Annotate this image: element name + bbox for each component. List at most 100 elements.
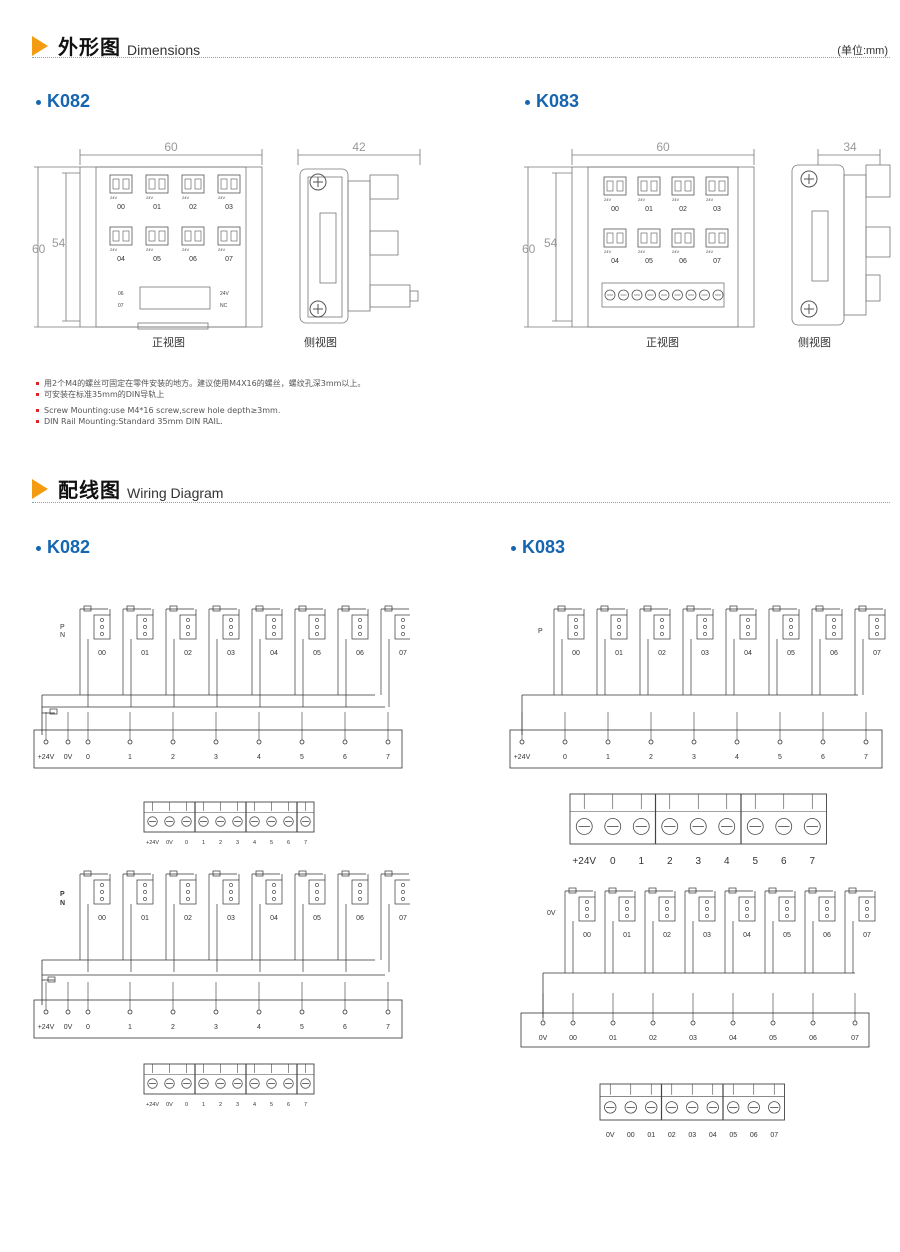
- screw-terminal-icon: [147, 1078, 158, 1089]
- relay-socket: [181, 174, 205, 194]
- k082-n-label: N: [60, 632, 65, 639]
- terminal-point: [734, 739, 740, 745]
- screw-terminal-icon: [181, 1078, 192, 1089]
- wiring-channel-label: 07: [873, 650, 881, 657]
- terminal-label: 1: [128, 1024, 132, 1031]
- relay-socket: [217, 226, 241, 246]
- unit-label: (单位:mm): [837, 45, 888, 57]
- screw-terminal-icon: [658, 289, 670, 301]
- relay-channel-label: 04: [611, 258, 619, 265]
- relay-channel-label: 02: [189, 204, 197, 211]
- model-heading-k083-dim: K083: [525, 91, 579, 112]
- relay-socket: [637, 176, 661, 196]
- terminal-label: 0: [86, 1024, 90, 1031]
- relay-socket: [637, 228, 661, 248]
- terminal-point: [562, 739, 568, 745]
- relay-socket: [109, 174, 133, 194]
- relay-pin-label: 24V: [672, 197, 679, 202]
- wiring-channel-label: 03: [227, 915, 235, 922]
- strip-label: 01: [647, 1132, 655, 1139]
- relay-socket: [705, 176, 729, 196]
- note-item: DIN Rail Mounting:Standard 35mm DIN RAIL…: [36, 416, 365, 427]
- section-divider: [32, 502, 890, 503]
- terminal-label: 6: [343, 754, 347, 761]
- terminal-label: +24V: [514, 754, 531, 761]
- terminal-label: 5: [778, 754, 782, 761]
- k083-dimension-drawing: 60 34 60 54 24V0024V0124V0224V0324V0424V…: [522, 140, 891, 328]
- terminal-point: [299, 739, 305, 745]
- wiring-channel-label: 06: [356, 915, 364, 922]
- terminal-label: 0: [86, 754, 90, 761]
- terminal-label: 0V: [539, 1035, 548, 1042]
- terminal-label: 2: [649, 754, 653, 761]
- screw-terminal-icon: [699, 289, 710, 301]
- screw-terminal-icon: [164, 1078, 175, 1089]
- screw-terminal-icon: [768, 1101, 781, 1114]
- strip-label: 07: [770, 1132, 778, 1139]
- relay-channel-label: 00: [611, 206, 619, 213]
- terminal-label: 7: [386, 1024, 390, 1031]
- wiring-channel-label: 01: [141, 915, 149, 922]
- k083-side-caption: 侧视图: [798, 336, 831, 349]
- strip-label: 2: [667, 856, 673, 867]
- wiring-channel-label: 00: [572, 650, 580, 657]
- relay-pin-label: 24V: [638, 249, 645, 254]
- screw-terminal-icon: [198, 816, 209, 827]
- screw-terminal-icon: [632, 818, 650, 835]
- screw-terminal-icon: [232, 816, 243, 827]
- wiring-channel-label: 04: [270, 650, 278, 657]
- screw-terminal-icon: [300, 816, 311, 827]
- terminal-label: 04: [729, 1035, 737, 1042]
- screw-terminal-icon: [645, 1101, 658, 1114]
- wiring-channel-label: 02: [184, 650, 192, 657]
- relay-socket: [603, 228, 627, 248]
- screw-terminal-icon: [181, 816, 192, 827]
- screw-terminal-icon: [665, 1101, 678, 1114]
- wiring-channel-label: 01: [615, 650, 623, 657]
- terminal-label: 0: [563, 754, 567, 761]
- wiring-channel-label: 03: [703, 932, 711, 939]
- screw-terminal-icon: [718, 818, 736, 835]
- strip-label: 3: [236, 1102, 239, 1108]
- terminal-point: [540, 1020, 546, 1026]
- relay-pin-label: 24V: [110, 195, 117, 200]
- screw-terminal-icon: [746, 818, 764, 835]
- wiring-channel-label: 06: [356, 650, 364, 657]
- wiring-channel-label: 01: [141, 650, 149, 657]
- terminal-label: 3: [214, 754, 218, 761]
- note-item: Screw Mounting:use M4*16 screw,screw hol…: [36, 405, 365, 416]
- terminal-point: [65, 739, 71, 745]
- terminal-label: 7: [386, 754, 390, 761]
- wiring-title-en: Wiring Diagram: [127, 485, 224, 501]
- k082-conn-label-1: 24V: [220, 291, 230, 297]
- relay-socket: [181, 226, 205, 246]
- k082-dim-width: 60: [164, 140, 178, 154]
- strip-label: 5: [270, 1102, 273, 1108]
- terminal-point: [770, 1020, 776, 1026]
- screw-terminal-icon: [215, 816, 226, 827]
- terminal-point: [85, 739, 91, 745]
- relay-pin-label: 24V: [218, 247, 225, 252]
- terminal-point: [85, 1009, 91, 1015]
- k082-p-label: P: [60, 624, 65, 631]
- terminal-label: 05: [769, 1035, 777, 1042]
- terminal-point: [213, 739, 219, 745]
- strip-label: 0: [185, 1102, 188, 1108]
- terminal-label: 1: [128, 754, 132, 761]
- strip-label: 0V: [166, 1102, 173, 1108]
- wiring-channel-label: 00: [98, 915, 106, 922]
- relay-channel-label: 05: [645, 258, 653, 265]
- strip-label: 05: [729, 1132, 737, 1139]
- wiring-channel-label: 03: [227, 650, 235, 657]
- relay-pin-label: 24V: [146, 247, 153, 252]
- strip-label: 3: [695, 856, 701, 867]
- terminal-label: 1: [606, 754, 610, 761]
- relay-channel-label: 00: [117, 204, 125, 211]
- relay-socket: [603, 176, 627, 196]
- relay-pin-label: 24V: [672, 249, 679, 254]
- k082-conn-label-3: NC: [220, 303, 228, 309]
- screw-terminal-icon: [215, 1078, 226, 1089]
- terminal-point: [256, 739, 262, 745]
